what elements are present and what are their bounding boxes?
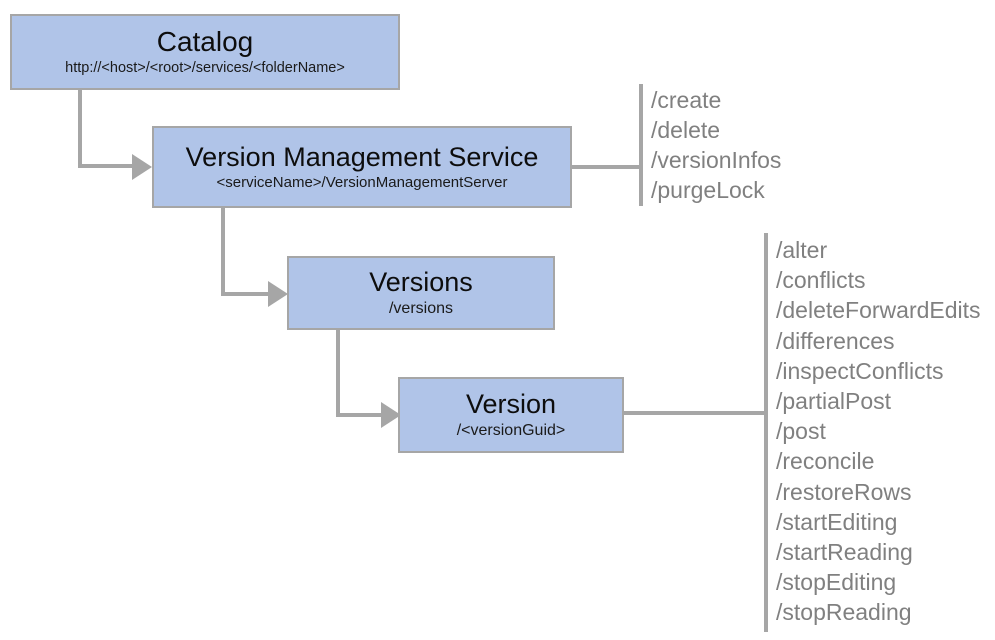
arrowhead-versions-to-version [381, 402, 401, 428]
operation-version-4[interactable]: /inspectConflicts [776, 357, 944, 384]
node-catalog[interactable]: Catalog http://<host>/<root>/services/<f… [10, 14, 400, 90]
node-versions-title: Versions [369, 267, 473, 298]
operation-version-6[interactable]: /post [776, 418, 826, 445]
operation-service-2[interactable]: /versionInfos [651, 147, 782, 173]
connector-catalog-to-vms-horizontal [78, 164, 136, 168]
operation-service-3[interactable]: /purgeLock [651, 177, 765, 203]
node-version-management-service[interactable]: Version Management Service <serviceName>… [152, 126, 572, 208]
operation-version-7[interactable]: /reconcile [776, 448, 875, 475]
node-version-management-service-subtitle: <serviceName>/VersionManagementServer [216, 173, 508, 191]
connector-vms-to-operations [572, 165, 643, 169]
operation-version-1[interactable]: /conflicts [776, 267, 866, 294]
operation-version-5[interactable]: /partialPost [776, 388, 892, 415]
operation-version-10[interactable]: /startReading [776, 539, 913, 566]
operation-version-12[interactable]: /stopReading [776, 599, 912, 626]
arrowhead-vms-to-versions [268, 281, 288, 307]
node-version-subtitle: /<versionGuid> [456, 422, 566, 440]
connector-vms-to-versions-horizontal [221, 292, 273, 296]
node-catalog-subtitle: http://<host>/<root>/services/<folderNam… [65, 59, 345, 76]
node-version-management-service-title: Version Management Service [185, 141, 539, 172]
operation-service-1[interactable]: /delete [651, 117, 721, 143]
connector-versions-to-version-vertical [336, 330, 340, 417]
connector-catalog-to-vms-vertical [78, 90, 82, 168]
node-versions-subtitle: /versions [388, 300, 454, 318]
node-catalog-title: Catalog [156, 26, 254, 58]
operation-service-0[interactable]: /create [651, 87, 722, 113]
operations-bracket-service [639, 84, 643, 206]
arrowhead-catalog-to-vms [132, 154, 152, 180]
operations-bracket-version [764, 233, 768, 632]
node-version[interactable]: Version /<versionGuid> [398, 377, 624, 453]
connector-version-to-operations [624, 411, 768, 415]
operation-version-8[interactable]: /restoreRows [776, 478, 912, 505]
operations-list-service: /create/delete/versionInfos/purgeLock [651, 85, 781, 205]
operations-list-version: /alter/conflicts/deleteForwardEdits/diff… [776, 235, 981, 628]
operation-version-9[interactable]: /startEditing [776, 508, 898, 535]
connector-vms-to-versions-vertical [221, 208, 225, 296]
operation-version-11[interactable]: /stopEditing [776, 569, 897, 596]
node-versions[interactable]: Versions /versions [287, 256, 555, 330]
connector-versions-to-version-horizontal [336, 413, 386, 417]
operation-version-2[interactable]: /deleteForwardEdits [776, 297, 981, 324]
operation-version-3[interactable]: /differences [776, 327, 895, 354]
node-version-title: Version [465, 389, 557, 420]
operation-version-0[interactable]: /alter [776, 237, 828, 263]
